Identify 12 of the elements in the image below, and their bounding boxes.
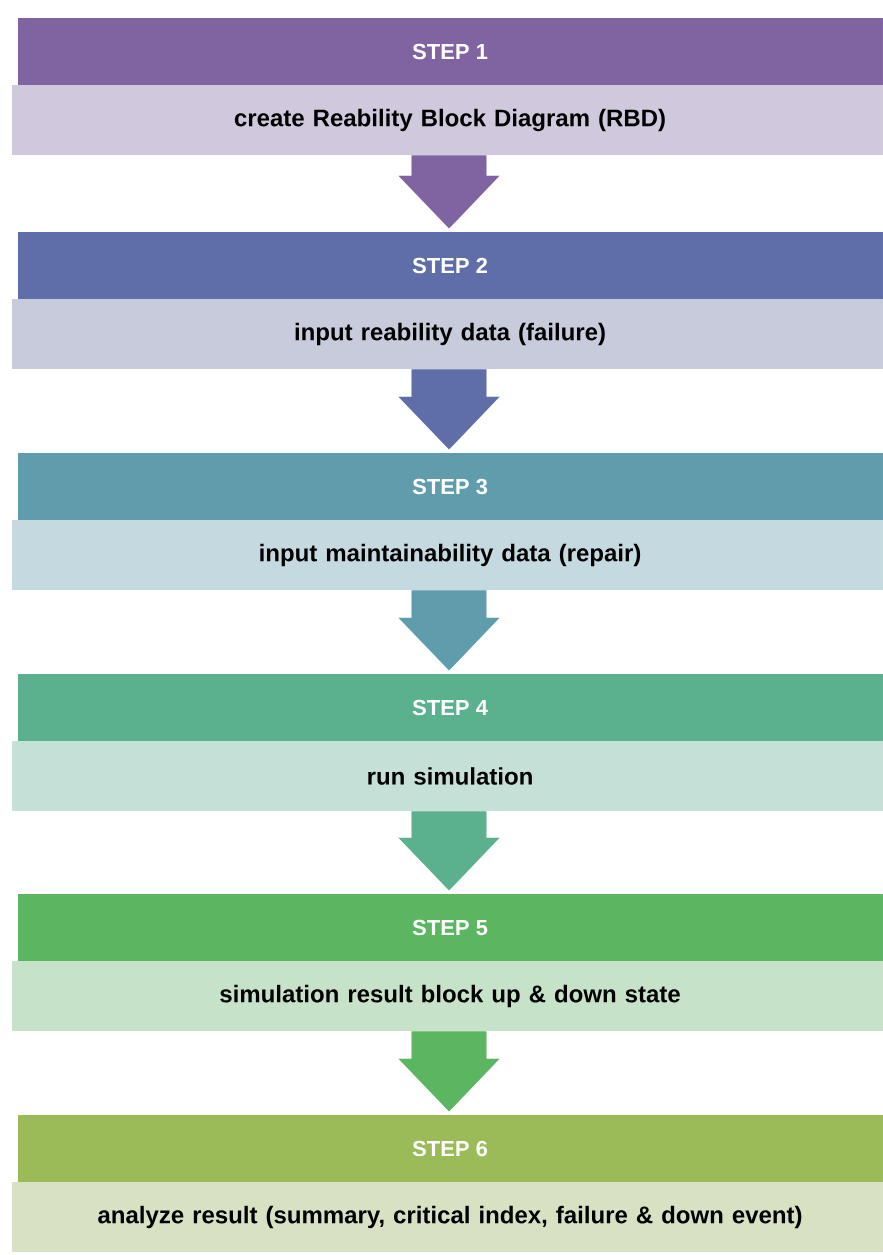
step-header: STEP 3 [18, 453, 883, 520]
step-box: input reability data (failure) [12, 299, 883, 369]
step-box: run simulation [12, 741, 883, 811]
step-header: STEP 5 [18, 894, 883, 961]
step-header: STEP 4 [18, 674, 883, 741]
step-header: STEP 1 [18, 18, 883, 85]
step-header: STEP 2 [18, 232, 883, 299]
step-box: simulation result block up & down state [12, 961, 883, 1031]
step-header: STEP 6 [18, 1115, 883, 1182]
step-box: input maintainability data (repair) [12, 520, 883, 590]
step-box: analyze result (summary, critical index, failure & down event) [12, 1182, 883, 1252]
step-box: create Reability Block Diagram (RBD) [12, 85, 883, 155]
